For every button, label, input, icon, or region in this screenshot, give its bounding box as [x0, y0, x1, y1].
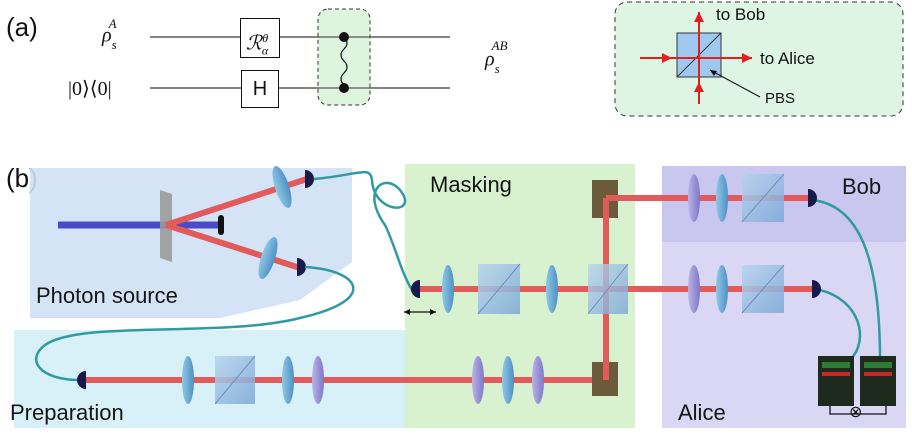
rotation-gate: ℛαθ [240, 18, 280, 58]
coincidence-symbol: ⊗ [849, 402, 863, 421]
panel-a-label: (a) [6, 12, 38, 42]
bob-label: Bob [842, 174, 882, 199]
to-bob-label: to Bob [716, 5, 766, 24]
alice-label: Alice [678, 400, 726, 425]
preparation-label: Preparation [10, 400, 124, 425]
input-ket-zero: |0⟩⟨0| [68, 78, 112, 100]
pbs-label: PBS [765, 90, 796, 107]
photon-source-label: Photon source [36, 283, 178, 308]
hadamard-gate: H [241, 70, 279, 108]
input-rho-a: ρsA [102, 16, 117, 52]
output-rho-ab: ρsAB [485, 38, 508, 76]
masking-label: Masking [430, 172, 512, 197]
to-alice-label: to Alice [760, 49, 815, 68]
